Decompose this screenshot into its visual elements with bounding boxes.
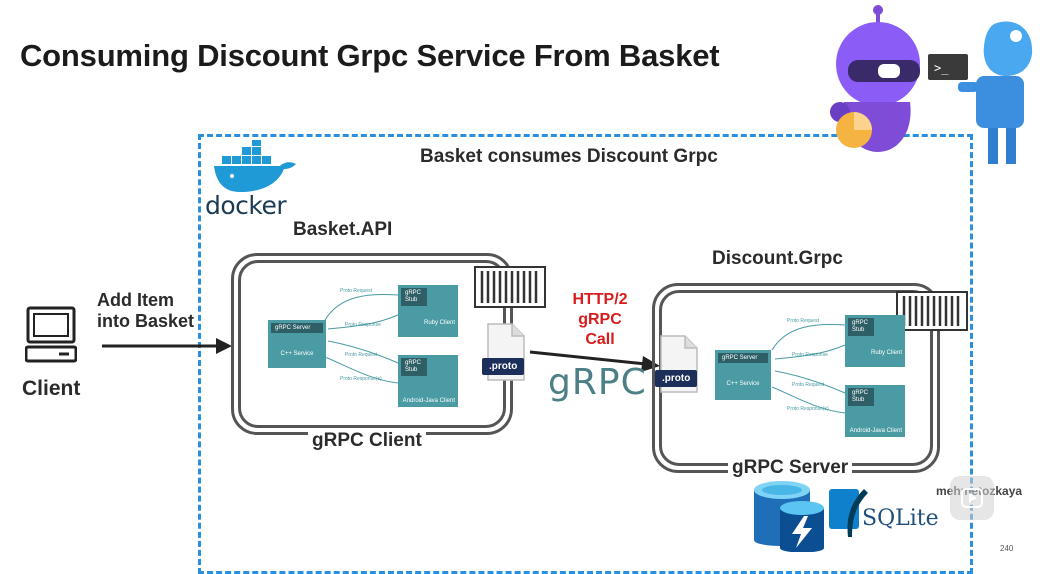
basket-api-title: Basket.API	[293, 219, 393, 240]
discount-stub2-label: gRPC Stub	[848, 388, 874, 406]
basket-resp1-label: Proto Response	[345, 322, 381, 328]
svg-text:>_: >_	[934, 61, 949, 75]
discount-stub1-label: gRPC Stub	[848, 318, 874, 336]
discount-req2-label: Proto Request	[792, 382, 824, 388]
basket-container-icon	[474, 266, 546, 308]
azure-sql-database-icon	[754, 481, 824, 552]
docker-whale-icon	[214, 140, 296, 192]
docker-label: docker	[205, 191, 287, 220]
container-title: Basket consumes Discount Grpc	[420, 146, 718, 167]
protocol-line1: HTTP/2	[572, 291, 628, 308]
discount-resp1-label: Proto Response	[792, 352, 828, 358]
protocol-line3: Call	[585, 331, 615, 348]
play-icon	[961, 488, 983, 508]
sqlite-label: SQLite	[862, 506, 939, 531]
basket-grpc-server-label: gRPC Server	[271, 323, 323, 333]
discount-grpc-server-label: gRPC Server	[718, 353, 768, 363]
discount-server-sub: C++ Service	[726, 381, 760, 387]
discount-stub1-box: gRPC Stub Ruby Client	[845, 315, 905, 367]
discount-container-icon	[896, 291, 968, 331]
protocol-line2: gRPC	[578, 311, 622, 328]
slide-title: Consuming Discount Grpc Service From Bas…	[20, 38, 720, 73]
protocol-label: HTTP/2 gRPC Call	[560, 290, 640, 350]
grpc-client-label: gRPC Client	[308, 430, 426, 452]
client-label: Client	[22, 377, 81, 400]
basket-stub2-sub: Android-Java Client	[402, 398, 455, 404]
basket-req1-label: Proto Request	[340, 288, 372, 294]
grpc-call-arrow	[529, 350, 660, 372]
discount-stub2-sub: Android-Java Client	[849, 428, 902, 434]
grpc-server-label: gRPC Server	[728, 457, 853, 479]
basket-stub2-box: gRPC Stub Android-Java Client	[398, 355, 458, 407]
basket-stub1-box: gRPC Stub Ruby Client	[398, 285, 458, 337]
video-overlay-badge	[950, 476, 994, 520]
discount-grpc-server-box: gRPC Server C++ Service	[715, 350, 771, 400]
add-item-line2: into Basket	[97, 311, 195, 331]
page-number: 240	[1000, 544, 1014, 553]
grpc-logo: gRPC	[548, 362, 647, 403]
client-computer-icon	[25, 306, 77, 363]
dotnet-bot-mascots-icon: >_	[830, 5, 1033, 164]
discount-resp2-label: Proto Response(s)	[787, 406, 829, 412]
basket-stub1-sub: Ruby Client	[423, 320, 455, 326]
basket-server-sub: C++ Service	[280, 351, 314, 357]
add-item-line1: Add Item	[97, 290, 175, 310]
add-item-arrow	[102, 338, 232, 354]
basket-mini-connectors	[324, 293, 399, 384]
discount-stub2-box: gRPC Stub Android-Java Client	[845, 385, 905, 437]
basket-stub2-label: gRPC Stub	[401, 358, 427, 376]
add-item-label: Add Item into Basket	[97, 290, 194, 332]
basket-resp2-label: Proto Response(s)	[340, 376, 382, 382]
proto-badge-right: .proto	[655, 370, 698, 387]
basket-stub1-label: gRPC Stub	[401, 288, 427, 306]
discount-stub1-sub: Ruby Client	[870, 350, 902, 356]
discount-mini-connectors	[771, 323, 846, 414]
discount-req1-label: Proto Request	[787, 318, 819, 324]
basket-req2-label: Proto Request	[345, 352, 377, 358]
sqlite-logo-icon	[829, 489, 868, 537]
discount-grpc-title: Discount.Grpc	[712, 248, 843, 269]
basket-grpc-server-box: gRPC Server C++ Service	[268, 320, 326, 368]
proto-badge-left: .proto	[482, 358, 525, 375]
